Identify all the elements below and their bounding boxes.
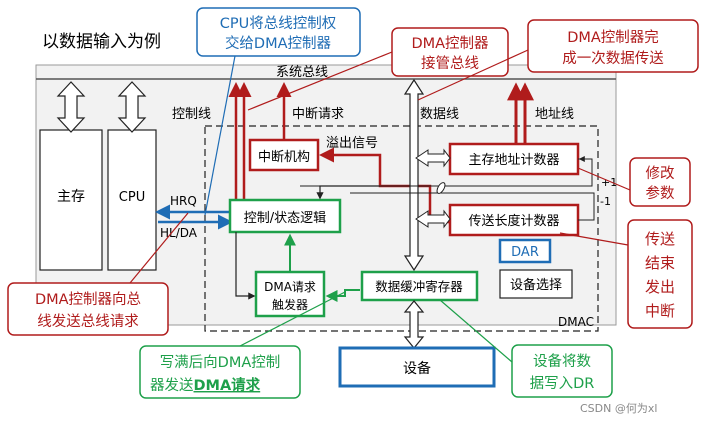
mem-addr-counter-block — [448, 142, 580, 176]
mem-addr-counter-label: 主存地址计数器 — [468, 153, 559, 168]
callout-device-write-pointer — [439, 299, 513, 363]
data-buffer-label: 数据缓冲寄存器 — [375, 279, 463, 294]
callout-buffer-full-text-1: 写满后向DMA控制 — [160, 354, 281, 371]
address-line-label: 地址线 — [535, 107, 574, 122]
device-select-block — [499, 269, 573, 299]
callout-end-text-2: 结束 — [645, 254, 675, 272]
callout-end-text-1: 传送 — [645, 230, 675, 248]
device-block — [338, 346, 496, 388]
plus-one-label: +1 — [601, 176, 617, 189]
callout-modify-text-1: 修改 — [646, 165, 675, 182]
callout-dma-finish-pointer — [417, 49, 529, 101]
data-buffer-block — [360, 270, 479, 302]
callout-bus-request-text-2: 线发送总线请求 — [37, 313, 139, 330]
bus-tap-marker — [436, 182, 446, 194]
length-counter-input-arrow — [415, 209, 451, 229]
callout-device-write-text-2: 据写入DR — [530, 375, 595, 392]
dmac-label: DMAC — [558, 315, 594, 329]
interrupt-mechanism-block — [248, 138, 320, 172]
callout-end-pointer — [559, 232, 629, 246]
callout-dma-takes-bus-text-2: 接管总线 — [421, 55, 479, 72]
dar-block — [498, 238, 552, 264]
dma-trigger-label-2: 触发器 — [272, 297, 308, 312]
callout-cpu-handover-text-2: 交给DMA控制器 — [225, 34, 332, 52]
dma-trigger-label-1: DMA请求 — [264, 280, 316, 294]
length-counter-block — [448, 203, 580, 237]
minus-one-feedback — [350, 192, 595, 221]
callout-bus-request — [7, 282, 169, 336]
callout-dma-finish-text-2: 成一次数据传送 — [562, 50, 664, 67]
callout-buffer-full — [139, 345, 301, 399]
control-logic-label: 控制/状态逻辑 — [244, 211, 326, 226]
callout-dma-finish-text-1: DMA控制器完 — [567, 29, 659, 46]
hlda-label: HL/DA — [160, 226, 198, 240]
callout-end-text-4: 中断 — [645, 302, 675, 320]
cpu-block — [107, 129, 157, 271]
hrq-label: HRQ — [170, 194, 197, 208]
minus-one-label: -1 — [600, 195, 611, 208]
callout-cpu-handover — [196, 7, 361, 57]
interrupt-mechanism-label: 中断机构 — [258, 150, 310, 165]
callout-modify-text-2: 参数 — [646, 185, 675, 202]
callout-buffer-full-pointer — [239, 291, 346, 347]
callout-bus-request-text-1: DMA控制器向总 — [35, 291, 141, 308]
logic-to-trigger-arrow — [235, 232, 256, 300]
watermark: CSDN @何为xl — [580, 402, 657, 415]
addr-counter-input-arrow — [415, 148, 451, 168]
device-label: 设备 — [403, 360, 431, 377]
data-line-label: 数据线 — [420, 107, 459, 122]
callout-modify-pointer — [577, 167, 631, 191]
callout-dma-finish — [527, 19, 699, 73]
main-memory-label: 主存 — [57, 189, 85, 205]
callout-end-text-3: 发出 — [645, 278, 675, 296]
control-logic-block — [228, 198, 342, 234]
callout-end-interrupt — [627, 219, 693, 329]
callout-device-write-text-1: 设备将数 — [533, 353, 591, 370]
control-line-label: 控制线 — [172, 107, 211, 122]
callout-dma-takes-bus-pointer — [247, 51, 393, 111]
interrupt-request-label: 中断请求 — [292, 107, 344, 122]
cpu-label: CPU — [119, 190, 145, 205]
dar-label: DAR — [511, 245, 539, 260]
length-counter-label: 传送长度计数器 — [468, 213, 559, 229]
callout-bus-request-pointer — [129, 212, 189, 284]
device-select-label: 设备选择 — [510, 277, 562, 293]
dmac-boundary — [204, 125, 599, 332]
callout-buffer-full-bold: DMA请求 — [194, 376, 261, 394]
cpu-bus-arrow — [117, 81, 147, 133]
system-bus-label: 系统总线 — [276, 65, 328, 80]
callout-modify-params — [629, 157, 691, 207]
overflow-signal-label: 溢出信号 — [326, 136, 378, 151]
page-title: 以数据输入为例 — [42, 32, 161, 52]
callout-cpu-handover-text-1: CPU将总线控制权 — [220, 15, 337, 32]
memory-bus-arrow — [56, 81, 86, 133]
callout-buffer-full-plain: 器发送 — [150, 377, 194, 394]
data-line-arrow — [403, 78, 425, 272]
callout-cpu-handover-pointer — [204, 55, 236, 216]
callout-buffer-full-text-2: 器发送DMA请求 — [150, 376, 261, 394]
callout-device-write — [511, 344, 613, 398]
callout-dma-takes-bus-text-1: DMA控制器 — [411, 35, 489, 52]
